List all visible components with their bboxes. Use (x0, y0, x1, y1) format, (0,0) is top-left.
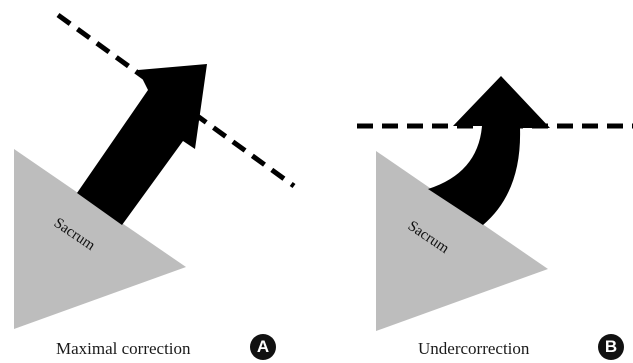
panel-b-curved-arrow (428, 76, 550, 225)
panel-b-caption: Undercorrection (418, 339, 530, 358)
panel-a-straight-arrow (77, 64, 207, 225)
panel-a: Sacrum (14, 12, 296, 329)
panel-b: Sacrum (357, 76, 633, 331)
panel-a-sacrum-triangle (14, 149, 186, 329)
panel-a-caption: Maximal correction (56, 339, 191, 358)
panel-b-badge: B (598, 334, 624, 360)
panel-b-sacrum-triangle (376, 151, 548, 331)
panel-a-badge: A (250, 334, 276, 360)
